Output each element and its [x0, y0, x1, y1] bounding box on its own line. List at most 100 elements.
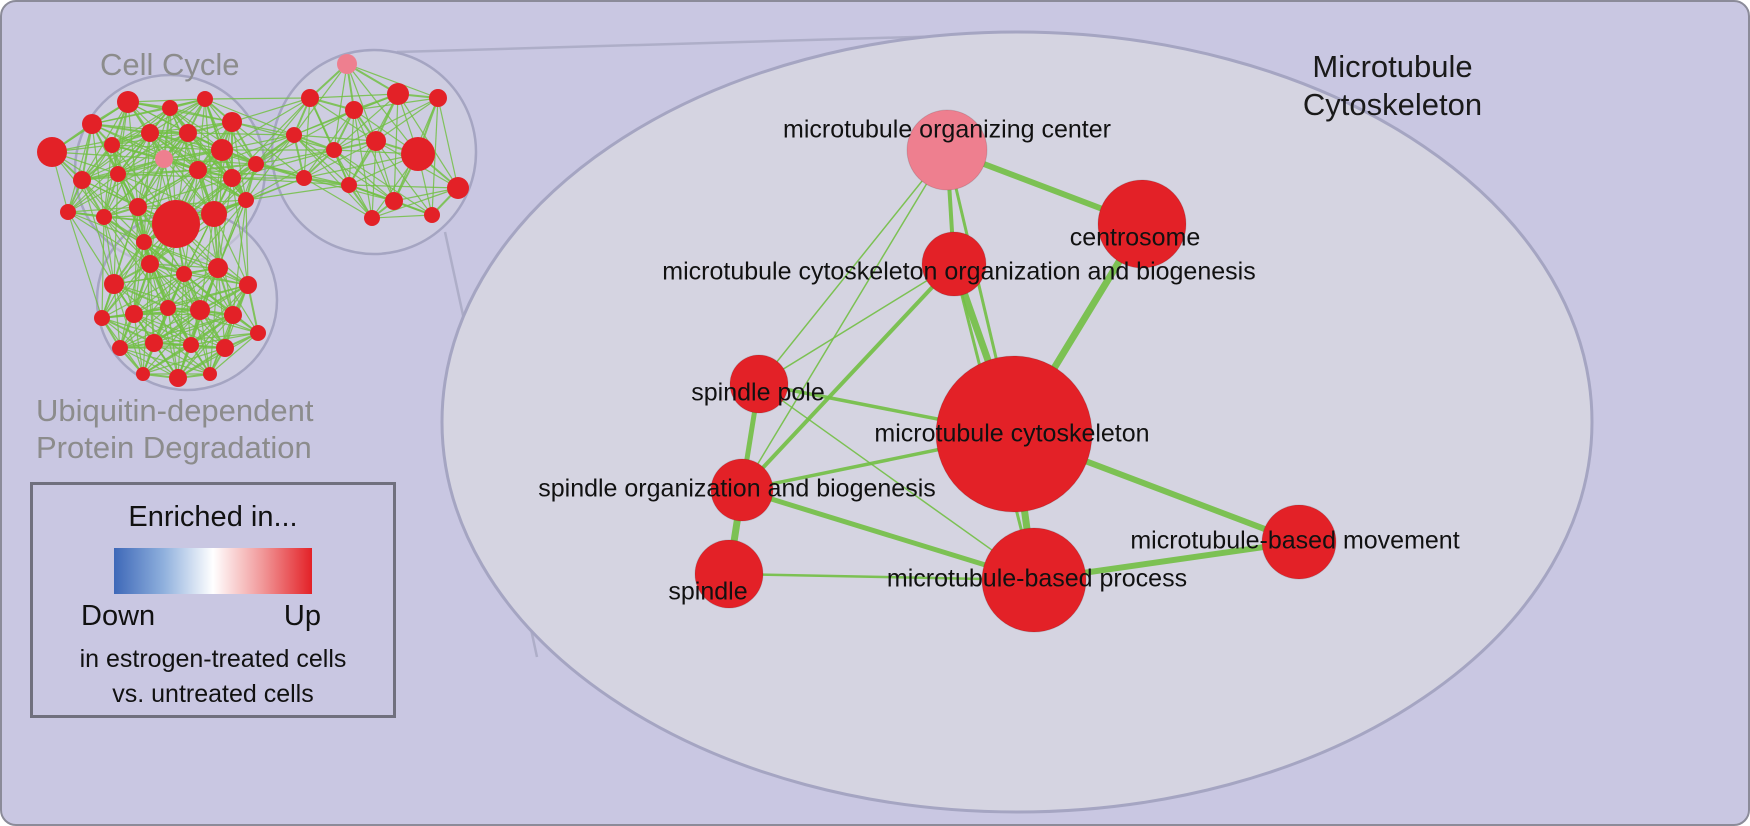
ubiquitin-label-line2: Protein Degradation: [36, 430, 312, 465]
node-label-centrosome: centrosome: [1070, 224, 1201, 252]
overview-edge: [333, 149, 395, 202]
overview-node: [82, 114, 102, 134]
overview-edge: [149, 263, 249, 286]
overview-edge: [142, 309, 201, 375]
legend-down-label: Down: [81, 600, 156, 632]
overview-edge: [133, 313, 144, 375]
overview-node: [216, 339, 234, 357]
overview-edge: [91, 123, 105, 218]
overview-edge: [375, 140, 433, 216]
overview-edge: [143, 158, 165, 243]
overview-edge: [231, 121, 335, 151]
overview-edge: [101, 273, 185, 319]
overview-node: [366, 131, 386, 151]
overview-edge: [303, 140, 377, 179]
overview-node: [129, 198, 147, 216]
overview-edge: [309, 93, 399, 99]
overview-node: [190, 300, 210, 320]
overview-edge: [221, 134, 295, 151]
overview-edge: [142, 347, 226, 375]
overview-edge: [137, 177, 233, 208]
legend-box: Enriched in... Down Up in estrogen-treat…: [30, 482, 396, 718]
overview-edge: [375, 97, 439, 142]
node-sob: [710, 458, 774, 522]
overview-edge: [231, 121, 295, 136]
overview-edge: [231, 121, 247, 201]
node-label-sob: spindle organization and biogenesis: [538, 475, 936, 503]
overview-edge: [117, 132, 189, 175]
overview-edge: [217, 177, 233, 269]
overview-edge: [167, 307, 179, 379]
overview-edge: [197, 98, 206, 171]
overview-node: [250, 325, 266, 341]
overview-edge: [153, 314, 234, 344]
overview-edge: [137, 199, 247, 208]
ubiquitin-label-line1: Ubiquitin-dependent: [36, 393, 314, 428]
node-spindle: [694, 539, 764, 609]
overview-edge: [217, 163, 257, 269]
overview-edge: [190, 332, 259, 346]
overview-edge: [149, 98, 206, 134]
overview-node: [162, 100, 178, 116]
overview-edge: [137, 158, 165, 208]
overview-edge: [213, 213, 249, 286]
overview-node: [364, 210, 380, 226]
overview-node: [341, 177, 357, 193]
overview-node: [447, 177, 469, 199]
overview-node: [60, 204, 76, 220]
overview-edge: [103, 169, 199, 218]
overview-edge: [143, 241, 249, 286]
overview-node: [117, 91, 139, 113]
overview-edge: [303, 153, 419, 179]
edge-moc-sob: [741, 149, 948, 491]
overview-edge: [371, 140, 377, 219]
overview-node: [104, 137, 120, 153]
overview-edge: [119, 307, 169, 349]
overview-node: [110, 166, 126, 182]
node-mcob: [921, 231, 987, 297]
main-title-line1: Microtubule: [1312, 49, 1473, 84]
overview-edge: [67, 158, 165, 213]
overview-edge: [177, 347, 226, 379]
main-cluster-title: Microtubule Cytoskeleton: [1285, 48, 1500, 124]
overview-edge: [163, 158, 257, 165]
overview-edge: [133, 267, 219, 315]
overview-edge: [187, 132, 233, 179]
overview-edge: [81, 132, 189, 181]
overview-edge: [103, 216, 115, 285]
overview-edge: [293, 93, 399, 136]
node-label-mbm: microtubule-based movement: [1130, 527, 1459, 555]
overview-edge: [119, 241, 145, 349]
overview-node: [401, 137, 435, 171]
overview-edge: [255, 109, 355, 165]
overview-edge: [143, 132, 151, 243]
overview-edge: [143, 241, 219, 269]
edge-mcob-sob: [740, 262, 956, 492]
node-moc: [906, 109, 988, 191]
overview-node: [385, 192, 403, 210]
overview-edge: [167, 267, 219, 309]
node-label-spindle_pole: spindle pole: [691, 379, 824, 407]
overview-edge: [217, 267, 226, 349]
overview-edge: [127, 98, 206, 103]
node-mc: [935, 355, 1093, 513]
overview-edge: [119, 314, 234, 349]
overview-edge: [101, 216, 105, 319]
overview-edge: [197, 134, 295, 171]
overview-edge: [119, 309, 201, 349]
overview-node: [145, 334, 163, 352]
overview-node: [189, 161, 207, 179]
overview-edge: [67, 211, 115, 285]
overview-edge: [348, 184, 459, 189]
overview-node: [141, 255, 159, 273]
overview-node: [248, 156, 264, 172]
node-label-spindle: spindle: [668, 578, 747, 606]
overview-edge: [119, 347, 179, 379]
overview-edge: [231, 97, 311, 123]
overview-edge: [293, 134, 377, 142]
overview-edge: [346, 63, 439, 99]
node-label-mcob: microtubule cytoskeleton organization an…: [662, 258, 1255, 286]
overview-edge: [187, 132, 247, 201]
node-label-moc: microtubule organizing center: [783, 116, 1111, 144]
